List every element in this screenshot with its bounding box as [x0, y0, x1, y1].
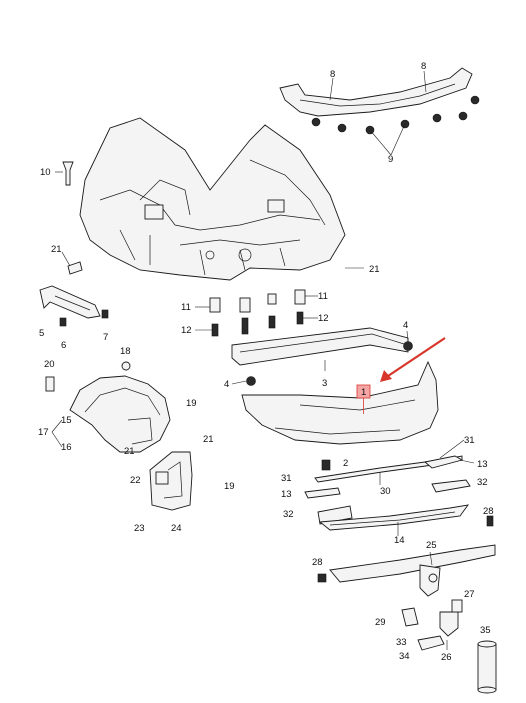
label-31a: 31 [464, 435, 475, 446]
label-26: 26 [441, 652, 452, 663]
label-1: 1 [361, 387, 366, 398]
label-35: 35 [480, 625, 491, 636]
label-28b: 28 [312, 557, 323, 568]
wheel-arch-liner [69, 375, 171, 453]
label-15: 15 [61, 415, 72, 426]
label-24: 24 [171, 523, 182, 534]
label-13b: 13 [281, 489, 292, 500]
tow-bar-part-25 [317, 544, 496, 651]
mud-flap-part-24 [149, 451, 193, 511]
label-12a: 12 [181, 325, 192, 336]
label-6: 6 [61, 340, 66, 351]
bracket-part-8 [279, 67, 480, 135]
label-17: 17 [38, 427, 49, 438]
label-21a: 21 [51, 244, 62, 255]
label-32a: 32 [477, 477, 488, 488]
label-16: 16 [61, 442, 72, 453]
label-4a: 4 [403, 320, 408, 331]
label-27: 27 [464, 589, 475, 600]
label-33: 33 [396, 637, 407, 648]
label-21b: 21 [369, 264, 380, 275]
label-8b: 8 [421, 61, 426, 72]
label-29: 29 [375, 617, 386, 628]
label-2: 2 [343, 458, 348, 469]
label-13a: 13 [477, 459, 488, 470]
label-12b: 12 [318, 313, 329, 324]
spray-can-part-35 [477, 640, 497, 694]
label-4b: 4 [224, 379, 229, 390]
label-14: 14 [394, 535, 405, 546]
trim-strips [304, 455, 494, 531]
label-30: 30 [380, 486, 391, 497]
fasteners-left [45, 161, 131, 392]
red-arrow-shaft [384, 337, 446, 379]
label-8a: 8 [330, 69, 335, 80]
clips-11-12 [209, 289, 306, 337]
label-11b: 11 [318, 291, 328, 302]
red-arrow-head [380, 370, 392, 382]
label-25: 25 [426, 540, 437, 551]
label-21d: 21 [203, 434, 214, 445]
leader-lines [51, 70, 475, 650]
label-5: 5 [39, 328, 44, 339]
label-31b: 31 [281, 473, 292, 484]
label-22: 22 [130, 475, 141, 486]
label-34: 34 [399, 651, 410, 662]
label-23: 23 [134, 523, 145, 534]
label-11a: 11 [181, 302, 191, 313]
rear-body-shell [79, 117, 346, 281]
label-7: 7 [103, 332, 108, 343]
label-9: 9 [388, 154, 393, 165]
label-21c: 21 [124, 446, 135, 457]
label-3: 3 [322, 378, 327, 389]
label-28a: 28 [483, 506, 494, 517]
impact-bar-part-3 [231, 327, 413, 386]
label-19a: 19 [186, 398, 197, 409]
label-32b: 32 [283, 509, 294, 520]
bracket-part-5 [39, 285, 109, 327]
label-18: 18 [120, 346, 131, 357]
bumper-cover-part-1 [241, 337, 446, 445]
label-10: 10 [40, 167, 51, 178]
label-20: 20 [44, 359, 55, 370]
part-labels: 1 2 3 4 4 5 6 7 8 8 9 10 11 11 12 12 13 … [38, 61, 494, 663]
label-19b: 19 [224, 481, 235, 492]
